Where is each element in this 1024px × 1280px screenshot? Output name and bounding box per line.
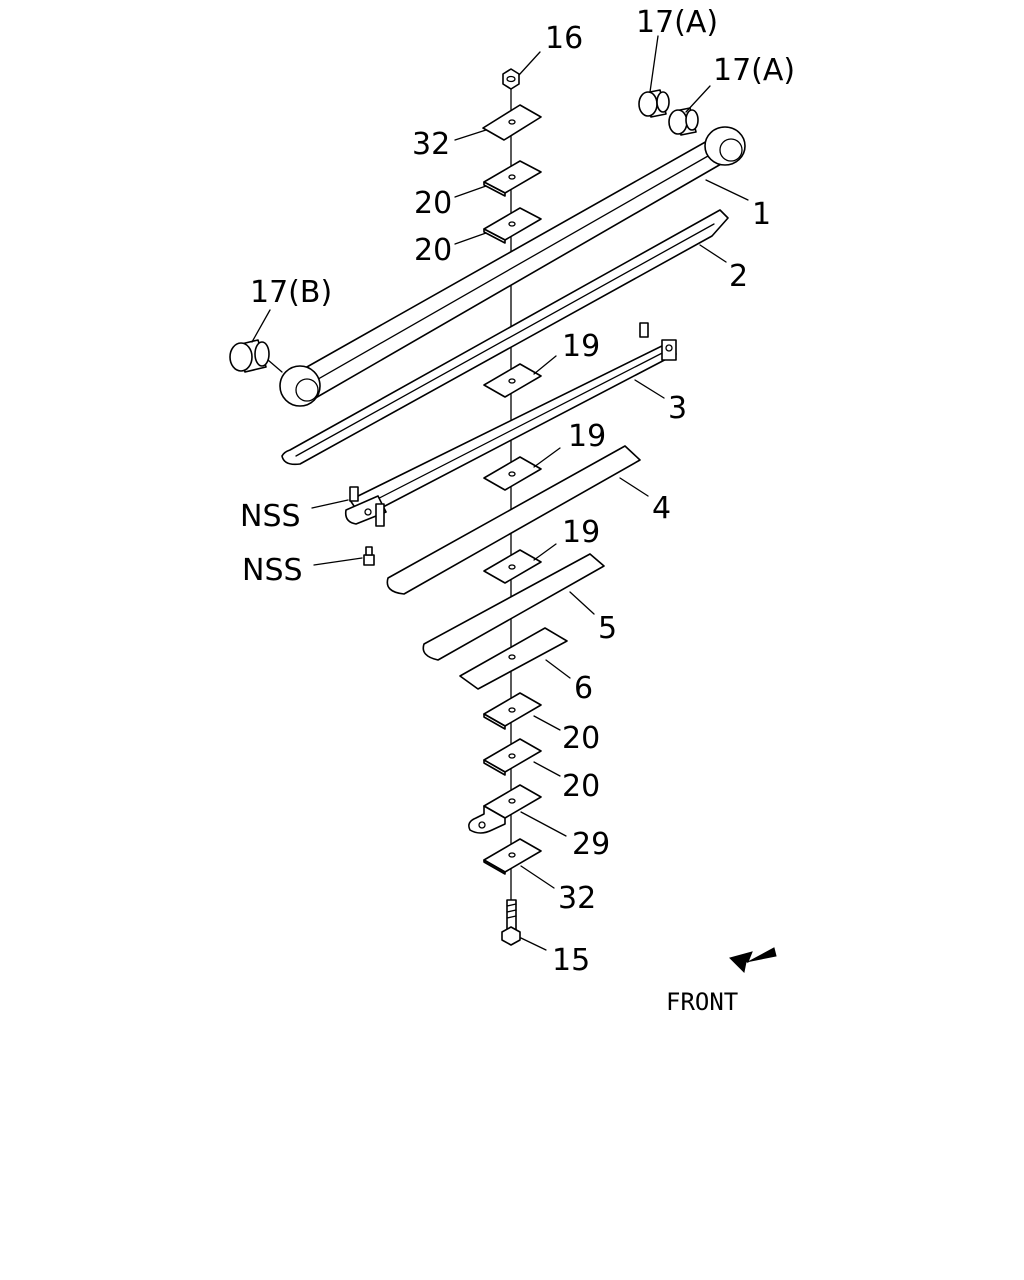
- plate-32-bottom: [483, 838, 542, 875]
- bolt-15: [501, 899, 521, 946]
- callout-17a-top: 17(A): [636, 5, 718, 40]
- callout-19-b: 19: [568, 419, 606, 454]
- callout-32-top: 32: [412, 127, 450, 162]
- front-label: FRONT: [666, 988, 738, 1016]
- leaf-6: [459, 627, 568, 690]
- insert-19-a: [483, 363, 542, 398]
- callout-20-d: 20: [562, 769, 600, 804]
- insert-19-c: [483, 549, 542, 584]
- callout-2: 2: [729, 259, 748, 294]
- callout-29: 29: [572, 827, 610, 862]
- leaf-2: [281, 209, 729, 466]
- callout-20-b: 20: [414, 233, 452, 268]
- bushing-17a-right: [668, 107, 699, 136]
- spacer-20-bottom-b: [483, 738, 542, 776]
- callout-nss-a: NSS: [240, 499, 301, 534]
- nut-16: [502, 68, 520, 90]
- bushing-17b: [229, 339, 283, 373]
- nss-bolt: [363, 546, 375, 566]
- front-arrow-icon: [729, 947, 777, 974]
- leaf-5: [422, 553, 605, 661]
- spacer-20-top-b: [483, 207, 542, 244]
- spacer-20-bottom-a: [483, 692, 542, 730]
- main-leaf-1: [279, 126, 746, 407]
- leader-lines: [251, 35, 749, 951]
- insert-19-b: [483, 456, 542, 491]
- callout-19-a: 19: [562, 329, 600, 364]
- callout-6: 6: [574, 671, 593, 706]
- callout-5: 5: [598, 611, 617, 646]
- callout-15: 15: [552, 943, 590, 978]
- callout-20-c: 20: [562, 721, 600, 756]
- leaf-3: [344, 322, 677, 527]
- callout-17a-right: 17(A): [713, 53, 795, 88]
- callout-1: 1: [752, 197, 771, 232]
- plate-32-top: [482, 104, 542, 141]
- callout-20-a: 20: [414, 186, 452, 221]
- callout-nss-b: NSS: [242, 553, 303, 588]
- callout-19-c: 19: [562, 515, 600, 550]
- bracket-29: [468, 784, 542, 834]
- callout-4: 4: [652, 491, 671, 526]
- callout-17b: 17(B): [250, 275, 332, 310]
- bushing-17a-left: [638, 89, 670, 118]
- spacer-20-top-a: [483, 160, 542, 197]
- callout-32-bottom: 32: [558, 881, 596, 916]
- leaf-4: [386, 445, 641, 595]
- callout-3: 3: [668, 391, 687, 426]
- callout-16: 16: [545, 21, 583, 56]
